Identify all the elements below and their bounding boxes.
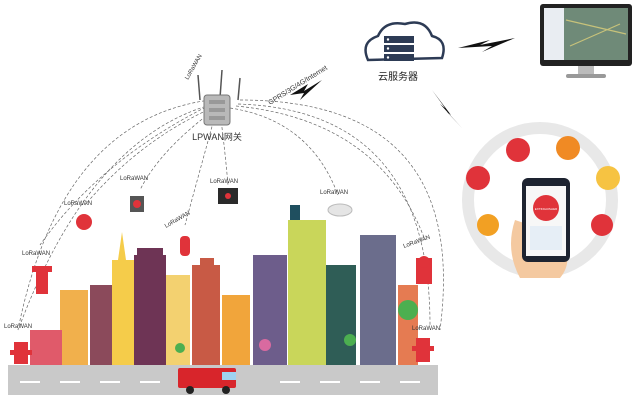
node-label-hydrant-right: LoRaWAN: [412, 326, 440, 332]
node-label-hydrant-left: LoRaWAN: [4, 324, 32, 330]
link-smoke: [229, 107, 339, 196]
link-bell: [84, 107, 213, 206]
firefighter-icon: [506, 138, 530, 162]
cloud-server-icon: [364, 21, 445, 62]
valve-icon: [416, 256, 432, 284]
link-extinguisher: [184, 111, 217, 226]
gateway-link-label: LoRaWAN: [185, 54, 204, 81]
node-label-valve: LoRaWAN: [403, 235, 431, 250]
link-hydrant-right: [237, 103, 431, 326]
gateway-icon: [197, 69, 241, 126]
city-skyline: [30, 205, 418, 365]
extinguisher-icon: [180, 236, 190, 256]
flame-icon: [556, 136, 580, 160]
alarm-left-icon: [32, 266, 52, 294]
fire-alarm-icon: [591, 214, 613, 236]
phone-app-cluster: EXTINGUISHER: [462, 122, 620, 278]
house-fire-icon: [596, 166, 620, 190]
bell-icon: [76, 214, 92, 230]
node-label-panel: LoRaWAN: [210, 179, 238, 185]
link-valve: [235, 105, 426, 241]
node-label-bell: LoRaWAN: [64, 201, 92, 207]
gateway-label: LPWAN网关: [192, 131, 242, 142]
lightning-bolt-cloud-phone: [432, 90, 462, 128]
lightning-bolt-gateway-cloud: [290, 80, 322, 100]
cloud-label: 云服务器: [378, 70, 418, 83]
smoke-detector-icon: [327, 203, 353, 217]
hydrant-left-icon: [10, 342, 32, 364]
node-label-alarm-left: LoRaWAN: [22, 251, 50, 257]
node-label-extinguisher: LoRaWAN: [164, 210, 191, 229]
cellular-link-label: GPRS/3G/4G/Internet: [267, 65, 328, 107]
link-detector: [139, 109, 215, 191]
lightning-bolt-cloud-monitor: [458, 38, 515, 52]
link-alarm-left: [39, 104, 211, 246]
fire-truck: [178, 368, 236, 394]
fire-truck-icon: [466, 166, 490, 190]
control-panel-icon: [218, 188, 238, 204]
phone-badge-text: EXTINGUISHER: [535, 207, 558, 211]
hydrant-right-icon: [412, 338, 434, 362]
node-label-detector: LoRaWAN: [120, 176, 148, 182]
alarm-bell-icon: [477, 214, 499, 236]
monitor-icon: [540, 4, 632, 78]
gas-detector-icon: [130, 196, 144, 212]
link-outer-right: [239, 99, 444, 331]
node-label-smoke: LoRaWAN: [320, 190, 348, 196]
